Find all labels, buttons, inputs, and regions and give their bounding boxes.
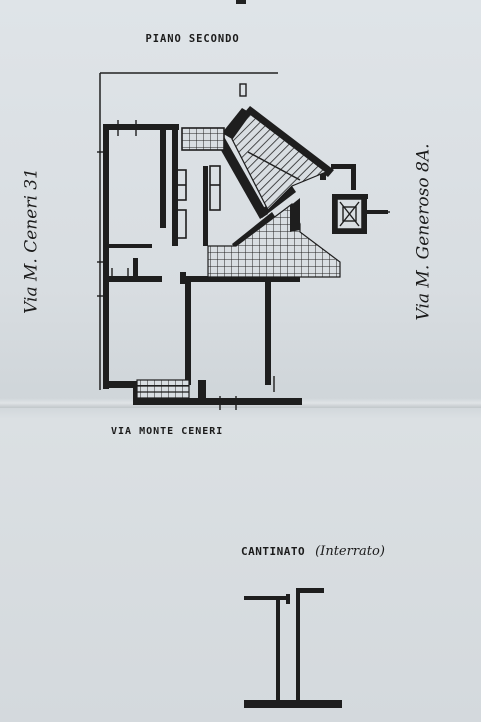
boundary-lines	[99, 72, 278, 390]
balcony-stairs-bottom	[136, 379, 190, 399]
kitchen-fixtures	[175, 127, 225, 239]
basement-title: CANTINATO	[241, 545, 306, 558]
floor-title: PIANO SECONDO	[145, 32, 240, 45]
window-marks	[97, 83, 390, 410]
street-label-right: Via M. Generoso 8A.	[413, 143, 434, 321]
basement-heading: CANTINATO (Interrato)	[241, 542, 385, 558]
elevator-shaft	[336, 198, 363, 230]
tiled-landing	[207, 198, 341, 278]
basement-note: (Interrato)	[315, 544, 385, 559]
cellar-plan	[244, 588, 342, 708]
top-edge-mark	[236, 0, 246, 4]
street-label-bottom: VIA MONTE CENERI	[111, 426, 224, 437]
stairwell	[231, 113, 328, 212]
street-label-left: Via M. Ceneri 31	[21, 168, 42, 314]
